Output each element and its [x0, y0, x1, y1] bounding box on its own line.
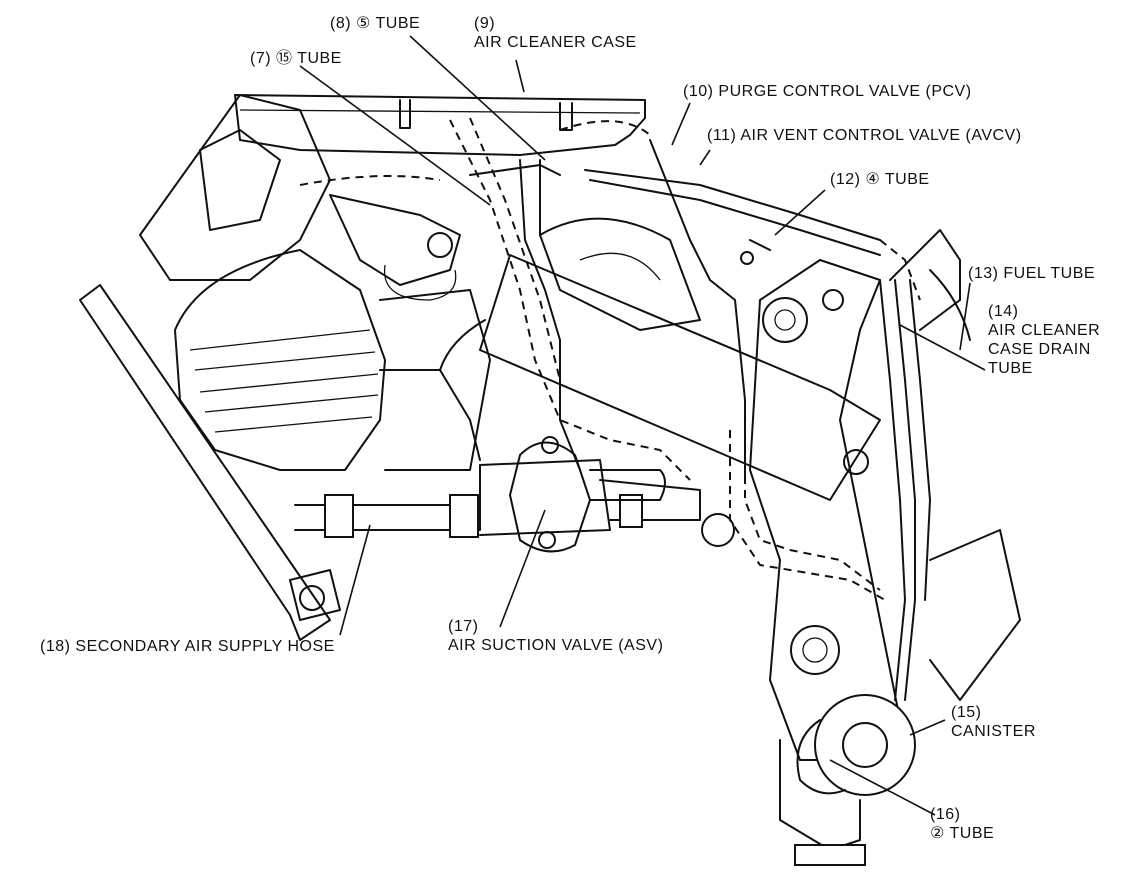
air-suction-valve-shape	[509, 436, 666, 553]
label-drain-tube-num: (14)	[988, 303, 1019, 320]
label-tube-2: (16) ② TUBE	[930, 805, 994, 843]
label-fuel-tube: (13) FUEL TUBE	[968, 264, 1095, 283]
label-asv-num: (17)	[448, 618, 479, 635]
hidden-tube-routing-shape	[299, 117, 921, 601]
label-tube-2-num: (16)	[930, 806, 961, 823]
label-tube-2-text: ② TUBE	[930, 825, 995, 842]
right-frame-shape	[701, 229, 1021, 761]
label-avcv: (11) AIR VENT CONTROL VALVE (AVCV)	[707, 126, 1022, 145]
label-drain-tube: (14) AIR CLEANER CASE DRAIN TUBE	[988, 302, 1100, 378]
label-tube-4-num: (12)	[830, 171, 861, 188]
label-tube-5-text: ⑤ TUBE	[356, 15, 421, 32]
label-drain-tube-line3: TUBE	[988, 360, 1033, 377]
label-tube-4-text: ④ TUBE	[865, 171, 930, 188]
label-canister-text: CANISTER	[951, 723, 1036, 740]
tube-routing-shape	[379, 139, 971, 701]
label-tube-15-num: (7)	[250, 50, 272, 67]
label-pcv-num: (10)	[683, 83, 714, 100]
cylinder-body-shape	[174, 249, 491, 471]
label-drain-tube-line2: CASE DRAIN	[988, 341, 1091, 358]
leader-lines	[299, 35, 986, 816]
label-tube-5-num: (8)	[330, 15, 352, 32]
label-canister-num: (15)	[951, 704, 982, 721]
label-asv: (17) AIR SUCTION VALVE (ASV)	[448, 617, 663, 655]
air-cleaner-case-shape	[234, 94, 646, 156]
label-avcv-num: (11)	[707, 127, 737, 144]
label-secondary-hose-text: SECONDARY AIR SUPPLY HOSE	[75, 638, 335, 655]
secondary-hose-shape	[289, 459, 701, 621]
label-drain-tube-line1: AIR CLEANER	[988, 322, 1101, 339]
main-frame-shape	[479, 217, 881, 501]
label-air-cleaner-case: (9) AIR CLEANER CASE	[474, 14, 637, 52]
label-secondary-hose: (18) SECONDARY AIR SUPPLY HOSE	[40, 637, 335, 656]
label-tube-4: (12) ④ TUBE	[830, 170, 930, 189]
left-frame-shape	[79, 94, 331, 641]
label-air-cleaner-case-num: (9)	[474, 15, 496, 32]
label-fuel-tube-num: (13)	[968, 265, 999, 282]
canister-shape	[779, 694, 916, 866]
label-tube-15-text: ⑮ TUBE	[276, 50, 342, 67]
label-tube-5: (8) ⑤ TUBE	[330, 14, 420, 33]
label-fuel-tube-text: FUEL TUBE	[1003, 265, 1096, 282]
label-asv-text: AIR SUCTION VALVE (ASV)	[448, 637, 664, 654]
label-pcv-text: PURGE CONTROL VALVE (PCV)	[718, 83, 972, 100]
label-tube-15: (7) ⑮ TUBE	[250, 49, 342, 68]
label-avcv-text: AIR VENT CONTROL VALVE (AVCV)	[740, 127, 1022, 144]
label-canister: (15) CANISTER	[951, 703, 1036, 741]
label-secondary-hose-num: (18)	[40, 638, 71, 655]
label-air-cleaner-case-text: AIR CLEANER CASE	[474, 34, 637, 51]
label-pcv: (10) PURGE CONTROL VALVE (PCV)	[683, 82, 972, 101]
